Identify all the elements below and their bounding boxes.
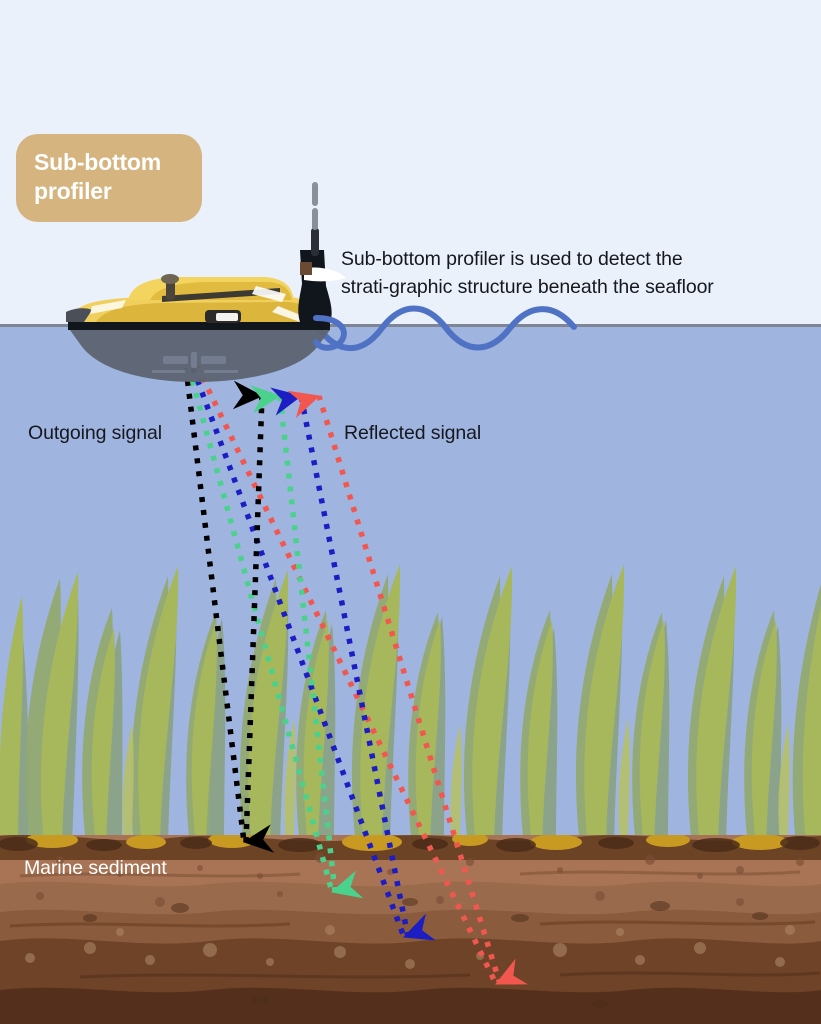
seagrass-field bbox=[0, 564, 821, 846]
antenna-upper bbox=[312, 182, 318, 206]
antenna-lower bbox=[311, 228, 319, 256]
ray-reflected-blue bbox=[270, 387, 411, 938]
boat-hull-submerged bbox=[70, 330, 330, 382]
signal-rays bbox=[183, 364, 528, 986]
description-line-2: strati-graphic structure beneath the sea… bbox=[341, 275, 714, 298]
boat-waterline-strip bbox=[68, 322, 330, 330]
label-outgoing-signal: Outgoing signal bbox=[28, 422, 163, 444]
hull-sensor-marks bbox=[152, 352, 238, 373]
ray-reflected-green bbox=[249, 384, 338, 893]
ray-outgoing-red bbox=[194, 364, 528, 986]
label-marine-sediment: Marine sediment bbox=[24, 857, 167, 879]
ray-outgoing-black bbox=[183, 367, 275, 853]
waterline bbox=[0, 324, 821, 327]
motor-fin bbox=[304, 267, 346, 282]
boat-highlight-1 bbox=[252, 286, 286, 302]
boat-rail bbox=[162, 288, 280, 302]
ray-reflected-black bbox=[232, 380, 265, 843]
boat-hatch-window bbox=[216, 313, 238, 321]
boat-highlight-3 bbox=[90, 300, 126, 314]
label-reflected-signal: Reflected signal bbox=[344, 422, 482, 444]
survey-boat bbox=[66, 182, 347, 382]
badge-sub-bottom-profiler: Sub-bottom profiler bbox=[16, 134, 202, 222]
antenna-mid bbox=[312, 208, 318, 230]
wave-line bbox=[315, 305, 577, 352]
motor-clamp bbox=[300, 262, 312, 275]
badge-line-2: profiler bbox=[34, 177, 112, 204]
tow-cable bbox=[313, 315, 347, 351]
ray-outgoing-blue bbox=[190, 367, 436, 941]
description-text: Sub-bottom profiler is used to detect th… bbox=[341, 246, 791, 301]
description-line-1: Sub-bottom profiler is used to detect th… bbox=[341, 248, 683, 270]
badge-line-1: Sub-bottom bbox=[34, 149, 162, 175]
boat-bow-tip bbox=[66, 308, 92, 322]
marine-sediment bbox=[0, 835, 821, 1024]
boat-post-cap bbox=[161, 274, 179, 284]
